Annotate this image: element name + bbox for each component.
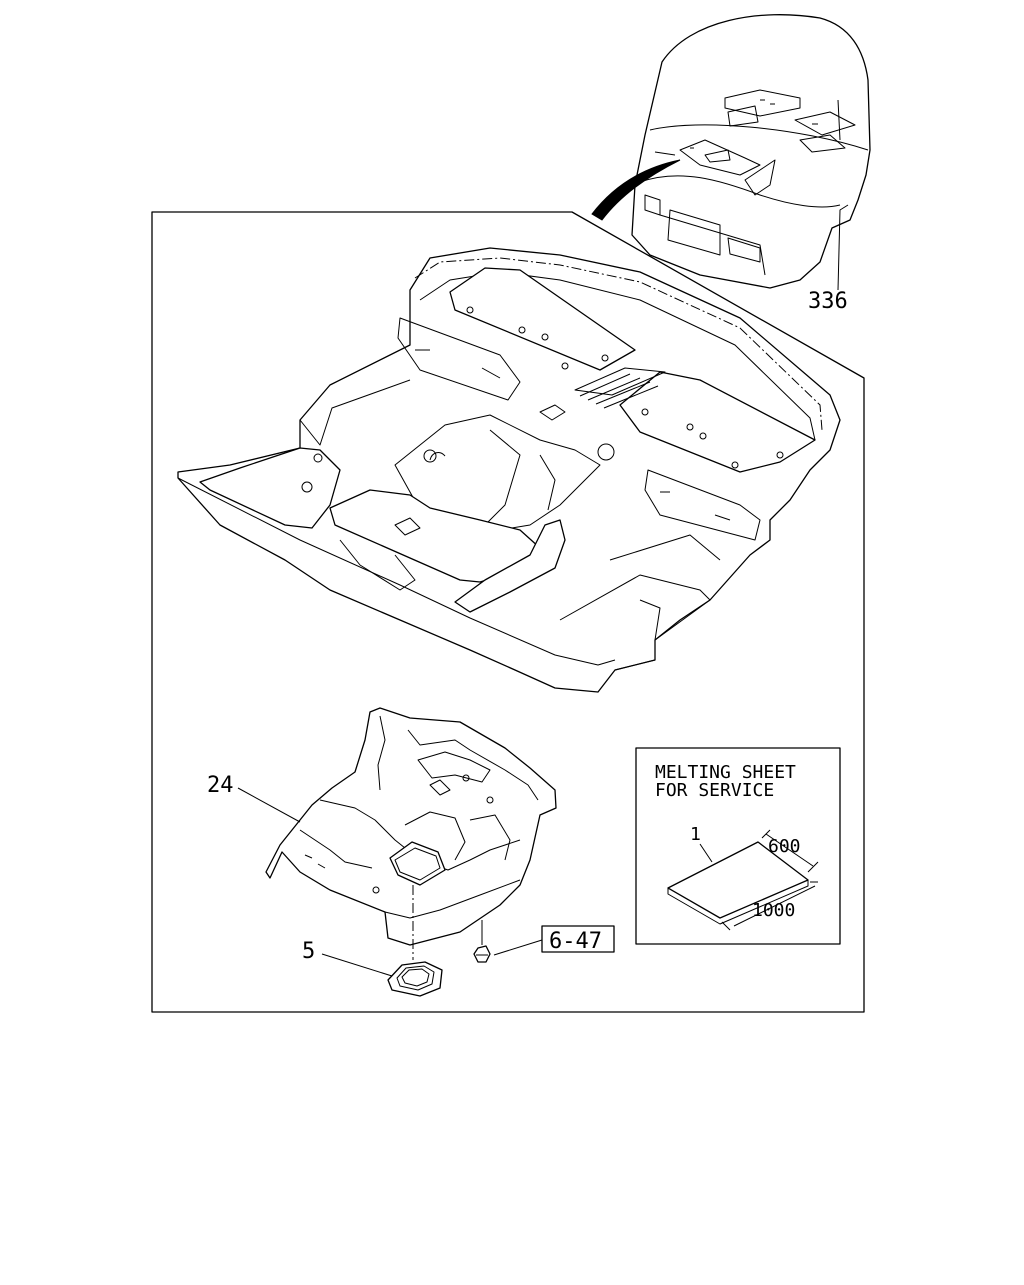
leader-24 [237, 787, 301, 823]
callout-1: 1 [690, 824, 701, 845]
callout-24: 24 [207, 773, 234, 798]
tunnel-insulator [265, 707, 557, 960]
callout-6-47: 6-47 [549, 929, 602, 954]
clip-fastener [473, 920, 491, 963]
floor-panel [177, 247, 841, 693]
cab-overview [591, 14, 871, 291]
detail-frame [151, 211, 865, 1013]
service-title-line1: MELTING SHEET [655, 762, 796, 783]
callout-5: 5 [302, 939, 315, 964]
leader-5 [321, 953, 393, 977]
service-sheet-box: MELTING SHEET FOR SERVICE 600 1000 1 [635, 747, 841, 945]
dim-width: 600 [768, 836, 801, 857]
leader-6-47 [493, 939, 543, 956]
ref-box-6-47 [541, 925, 615, 953]
callout-336: 336 [808, 289, 848, 314]
service-title-line2: FOR SERVICE [655, 780, 774, 801]
grommet [387, 961, 443, 997]
dim-length: 1000 [752, 900, 795, 921]
